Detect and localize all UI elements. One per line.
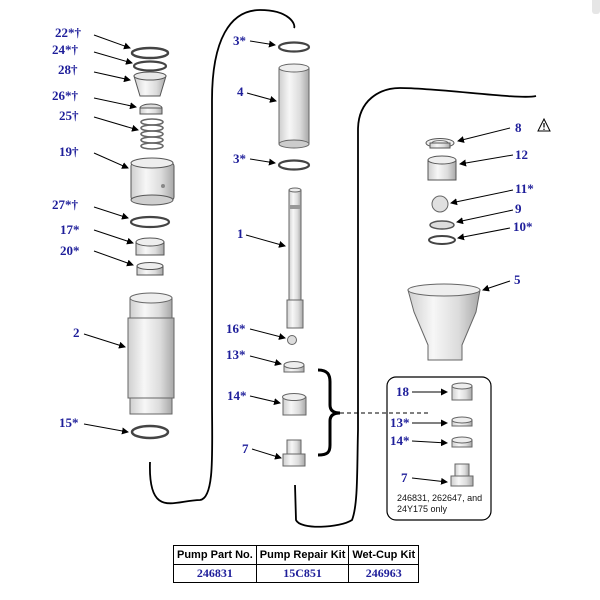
callout-8: 8 <box>515 120 522 135</box>
detail-callout-14: 14* <box>390 433 410 448</box>
callout-4: 4 <box>237 84 244 99</box>
part-24-o-ring <box>132 60 168 72</box>
part-5-intake-housing <box>407 283 481 361</box>
callout-27: 27*† <box>52 197 79 212</box>
part-11-ball <box>431 195 449 213</box>
kit-table-header: Pump Part No. <box>173 545 257 565</box>
callout-1: 1 <box>237 226 244 241</box>
kit-table-header-row: Pump Part No. Pump Repair Kit Wet-Cup Ki… <box>173 545 420 565</box>
callout-14: 14* <box>227 388 247 403</box>
callout-2: 2 <box>73 325 80 340</box>
part-15-o-ring <box>130 424 170 440</box>
part-3-o-ring-top <box>277 41 311 53</box>
callout-25: 25† <box>59 108 79 123</box>
part-1-rod <box>286 187 304 329</box>
part-9-seat <box>429 220 455 230</box>
leader-arrows <box>83 34 514 485</box>
callout-11: 11* <box>515 181 534 196</box>
pump-repair-kit: 15C851 <box>255 564 350 583</box>
callout-9: 9 <box>515 201 522 216</box>
callout-3-top: 3* <box>233 33 246 48</box>
callout-13: 13* <box>226 347 246 362</box>
callout-19: 19† <box>59 144 79 159</box>
callout-16: 16* <box>226 321 246 336</box>
detail-note-line-1: 246831, 262647, and <box>397 493 482 503</box>
callout-17: 17* <box>60 222 80 237</box>
part-26-washer <box>139 103 163 115</box>
part-3-o-ring-bottom <box>277 159 311 171</box>
part-12-ball-guide <box>427 155 457 181</box>
part-27-o-ring <box>129 215 171 229</box>
detail-callout-18: 18 <box>396 384 410 399</box>
warning-icon <box>537 117 551 132</box>
kit-table-header: Pump Repair Kit <box>255 545 350 565</box>
part-2-cylinder <box>127 292 175 415</box>
part-20-packing <box>136 262 164 276</box>
table-row: 246831 15C851 246963 <box>173 564 420 583</box>
boundary-line-right <box>294 87 537 528</box>
part-28-gland <box>133 71 167 97</box>
part-4-sleeve <box>278 63 310 149</box>
part-10-o-ring <box>428 235 456 245</box>
detail-callout-13: 13* <box>390 415 410 430</box>
detail-box <box>386 376 492 521</box>
kit-table: Pump Part No. Pump Repair Kit Wet-Cup Ki… <box>173 545 420 583</box>
part-22-o-ring <box>130 46 170 60</box>
part-14-seal <box>282 393 307 416</box>
detail-part-18 <box>451 382 473 401</box>
part-16-ball <box>287 335 297 345</box>
group-bracket <box>317 368 341 457</box>
pump-part-number: 246831 <box>173 564 257 583</box>
part-7-piston <box>282 439 306 467</box>
part-25-spring <box>140 118 164 150</box>
detail-note-line-2: 24Y175 only <box>397 504 448 514</box>
part-8-valve-seat <box>425 138 455 149</box>
detail-part-7 <box>450 463 474 487</box>
part-19-adapter <box>130 157 175 206</box>
part-17-packing <box>135 237 165 256</box>
callout-5: 5 <box>514 272 521 287</box>
callout-3-bottom: 3* <box>233 151 246 166</box>
callout-15: 15* <box>59 415 79 430</box>
wet-cup-kit: 246963 <box>348 564 420 583</box>
callout-22: 22*† <box>55 25 82 40</box>
callout-28: 28† <box>58 62 78 77</box>
callout-20: 20* <box>60 243 80 258</box>
callout-10: 10* <box>513 219 533 234</box>
scrollbar[interactable] <box>592 0 600 14</box>
detail-callout-7: 7 <box>401 470 408 485</box>
kit-table-header: Wet-Cup Kit <box>348 545 420 565</box>
detail-part-13 <box>451 416 473 427</box>
boundary-line-left <box>149 9 296 505</box>
callout-26: 26*† <box>52 88 79 103</box>
part-13-bearing <box>283 361 305 373</box>
callout-12: 12 <box>515 147 528 162</box>
callout-7: 7 <box>242 441 249 456</box>
detail-part-14 <box>451 436 473 448</box>
callout-24: 24*† <box>52 42 79 57</box>
